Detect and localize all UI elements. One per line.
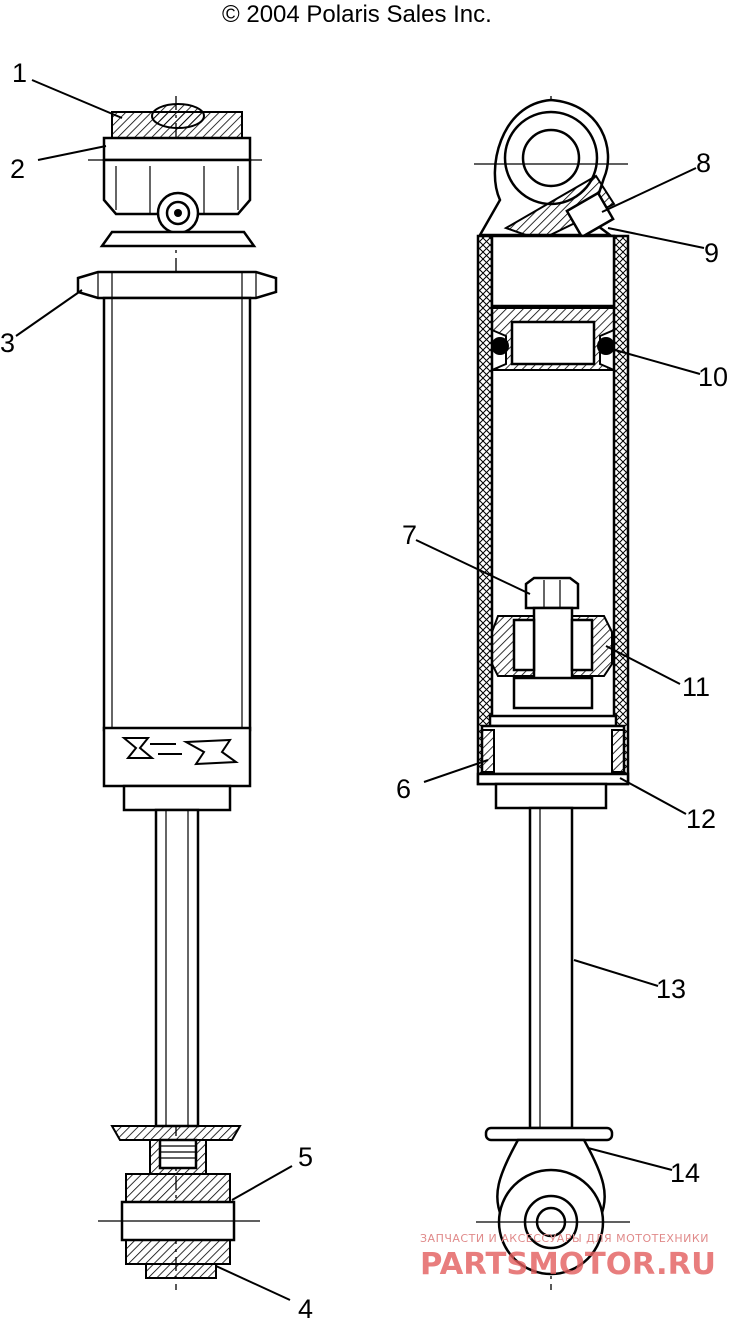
watermark-tagline: ЗАПЧАСТИ И АКСЕССУАРЫ ДЛЯ МОТОТЕХНИКИ: [420, 1232, 709, 1245]
callout-8: 8: [696, 148, 711, 178]
watermark-site: PARTSMOTOR.RU: [420, 1247, 716, 1282]
leader-1: [31, 79, 123, 119]
leader-7: [415, 539, 531, 595]
top-washer: [102, 136, 252, 162]
bottom-cap-ring: [476, 772, 630, 786]
piston-shaft: [154, 808, 200, 1128]
callout-9: 9: [704, 238, 719, 268]
leader-lines: [15, 79, 705, 1301]
piston-shaft-upper: [532, 606, 574, 686]
copyright-text: © 2004 Polaris Sales Inc.: [222, 1, 492, 28]
bottom-cap: [494, 782, 608, 810]
floating-piston: [510, 320, 596, 366]
leader-4: [215, 1265, 291, 1301]
leader-2: [37, 145, 107, 161]
callout-11: 11: [682, 672, 710, 702]
lower-shaft: [528, 806, 574, 1130]
callout-13: 13: [656, 974, 686, 1004]
bottom-eyelet-lower: [125, 1239, 231, 1265]
leader-12: [619, 777, 687, 815]
lower-bumper-plate: [484, 1126, 614, 1142]
leader-3: [15, 289, 83, 337]
ryde-fx-logo: [121, 737, 239, 766]
bottom-bumper-plate: [110, 1125, 242, 1141]
callout-14: 14: [670, 1158, 700, 1188]
callout-10: 10: [698, 362, 728, 392]
callout-3: 3: [0, 328, 15, 358]
piston-nut: [524, 576, 580, 610]
watermark: ЗАПЧАСТИ И АКСЕССУАРЫ ДЛЯ МОТОТЕХНИКИ PA…: [420, 1232, 716, 1282]
callout-labels: 1 2 3 4 5 6 7 8 9 10 11 12 13 14: [0, 58, 728, 1324]
spring-seat-nut: [76, 270, 278, 300]
leader-14: [587, 1147, 673, 1171]
bottom-eyelet-upper: [125, 1173, 231, 1203]
shock-body: [102, 296, 252, 732]
seal-head: [480, 724, 626, 776]
o-ring-right: [597, 337, 615, 355]
callout-1: 1: [12, 58, 27, 88]
top-plug: [490, 234, 616, 308]
leader-6: [423, 759, 489, 783]
top-cap-nut: [151, 103, 205, 129]
leader-11: [605, 645, 681, 685]
bottom-spacer: [145, 1263, 217, 1279]
right-shock-section: [474, 96, 630, 1290]
leader-9: [607, 227, 705, 249]
callout-4: 4: [298, 1294, 313, 1324]
leader-10: [607, 347, 701, 375]
o-ring-left: [491, 337, 509, 355]
lower-cap: [122, 784, 232, 812]
callout-6: 6: [396, 774, 411, 804]
top-eye-bore: [521, 128, 581, 188]
callout-2: 2: [10, 154, 25, 184]
rebound-spacer: [512, 676, 594, 710]
callout-5: 5: [298, 1142, 313, 1172]
left-shock-exterior: [76, 96, 278, 1290]
seal-head-top: [488, 714, 618, 728]
leader-8: [601, 167, 697, 213]
callout-12: 12: [686, 804, 716, 834]
callout-7: 7: [402, 520, 417, 550]
top-eyelet: [102, 158, 252, 216]
upper-collar: [99, 230, 257, 248]
valve-core: [565, 191, 615, 239]
leader-13: [573, 959, 659, 987]
leader-5: [231, 1165, 293, 1201]
